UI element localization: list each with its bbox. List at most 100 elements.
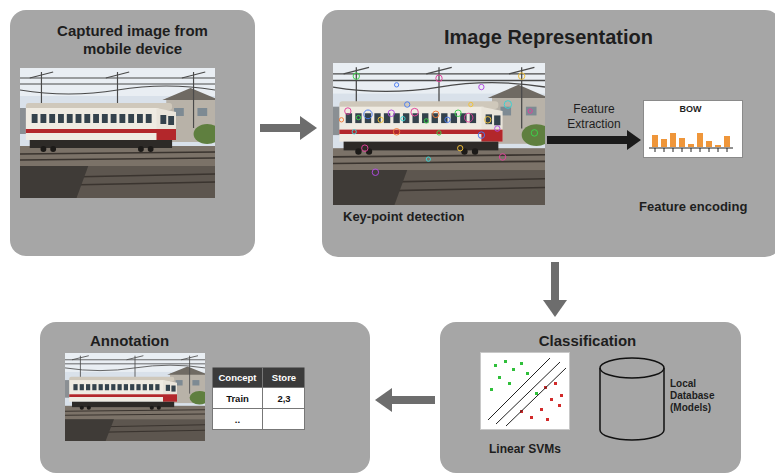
keypoint-markers [388,110,394,117]
flow-arrow [551,262,559,300]
table-cell: .. [235,414,240,425]
text-holder: Captured image from mobile device [10,22,255,58]
histogram-chart [670,133,676,147]
keypoint-markers [445,117,450,122]
annotation-table [213,368,305,388]
image-box: Key-point detection [333,63,545,227]
histogram-chart [664,148,665,152]
text-holder: BOW [644,104,737,115]
keypoint-markers [469,102,473,106]
svm-plot [520,382,563,421]
keypoint-markers [531,130,537,137]
cell-holder: .. [212,409,263,430]
svm-plot [506,368,566,426]
keypoint-markers [353,73,359,80]
keypoint-markers [433,111,439,118]
process-panel: Captured image from mobile device [10,10,255,256]
table-cell: 2,3 [277,393,290,404]
svm-plot [512,368,515,371]
edge-label-holder: Feature Extraction [557,102,631,131]
keypoint-markers [339,73,537,176]
panel-title: Classification [440,332,735,350]
database-cylinder [598,356,666,442]
keypoint-markers [424,119,428,123]
table-header: Store [272,372,296,383]
annotation-table [213,388,305,430]
text-holder: Feature encoding [639,199,747,215]
keypoint-markers [393,129,399,136]
svm-plot [490,388,493,391]
keypoint-markers [495,126,500,131]
cell-holder: Store [263,367,305,388]
histogram-chart [673,148,674,152]
keypoint-markers [504,101,511,109]
histogram-chart [644,117,737,157]
histogram-chart [700,148,701,152]
keypoint-markers [345,108,351,115]
train-photo [20,68,215,198]
table-cell: Train [226,393,249,404]
svm-plot [488,358,550,420]
plot-box: Linear SVMs [480,352,570,430]
panel-title: Captured image from mobile device [45,22,220,58]
keypoint-markers [339,118,343,122]
keypoint-markers [364,110,372,119]
svm-plot [496,362,560,424]
keypoint-markers [528,109,532,113]
cell-holder: Train [212,388,263,409]
keypoint-markers [394,83,398,87]
cell-holder: 2,3 [263,388,305,409]
text-holder: Key-point detection [343,209,464,225]
cell-holder: Concept [212,367,263,388]
histogram-chart [652,133,730,147]
svm-plot [535,392,538,395]
histogram-chart [652,135,658,147]
database-caption: Local Database (Models) [670,378,724,414]
svm-plot [560,394,563,397]
svm-plot [508,382,511,385]
database-cylinder [600,358,664,378]
keypoint-markers [378,117,383,122]
train-photo [65,353,205,441]
svm-plot [520,362,523,365]
svm-plot [526,372,529,375]
keypoint-markers [485,117,491,124]
text-holder: Linear SVMs [470,442,580,456]
process-panel: AnnotationConceptStoreTrain2,3.. [40,322,370,473]
box-title: BOW [644,104,737,115]
histogram-chart [709,148,710,152]
keypoint-markers [356,115,360,119]
feature-arrow [547,136,627,144]
histogram-chart [691,148,692,152]
histogram-chart [679,138,685,147]
image-caption: Key-point detection [343,209,464,225]
text-holder: Image Representation [322,25,775,49]
keypoint-photo [333,63,545,205]
plot-caption: Linear SVMs [470,442,580,456]
table-header: Concept [219,372,257,383]
histogram-chart [706,141,712,147]
database-cylinder [600,368,664,440]
histogram-box: BOWFeature encoding [643,100,743,158]
flow-arrow [260,124,300,132]
keypoint-markers [372,169,378,176]
train-photo [65,353,205,441]
keypoint-markers [352,130,356,134]
svm-plot [550,398,553,401]
histogram-chart [727,148,728,152]
keypoint-markers [455,110,461,117]
histogram-chart [715,145,721,147]
process-panel: Classification L [440,322,741,473]
keypoint-markers [499,154,505,161]
edge-label: Feature Extraction [559,102,629,131]
histogram-chart [688,144,694,147]
histogram-chart [649,148,733,152]
keypoint-markers [426,157,430,161]
keypoint-markers [411,108,418,116]
keypoint-markers [436,75,442,82]
train-photo [20,68,215,198]
panel-title: Image Representation [322,25,775,49]
keypoint-markers [478,132,484,139]
